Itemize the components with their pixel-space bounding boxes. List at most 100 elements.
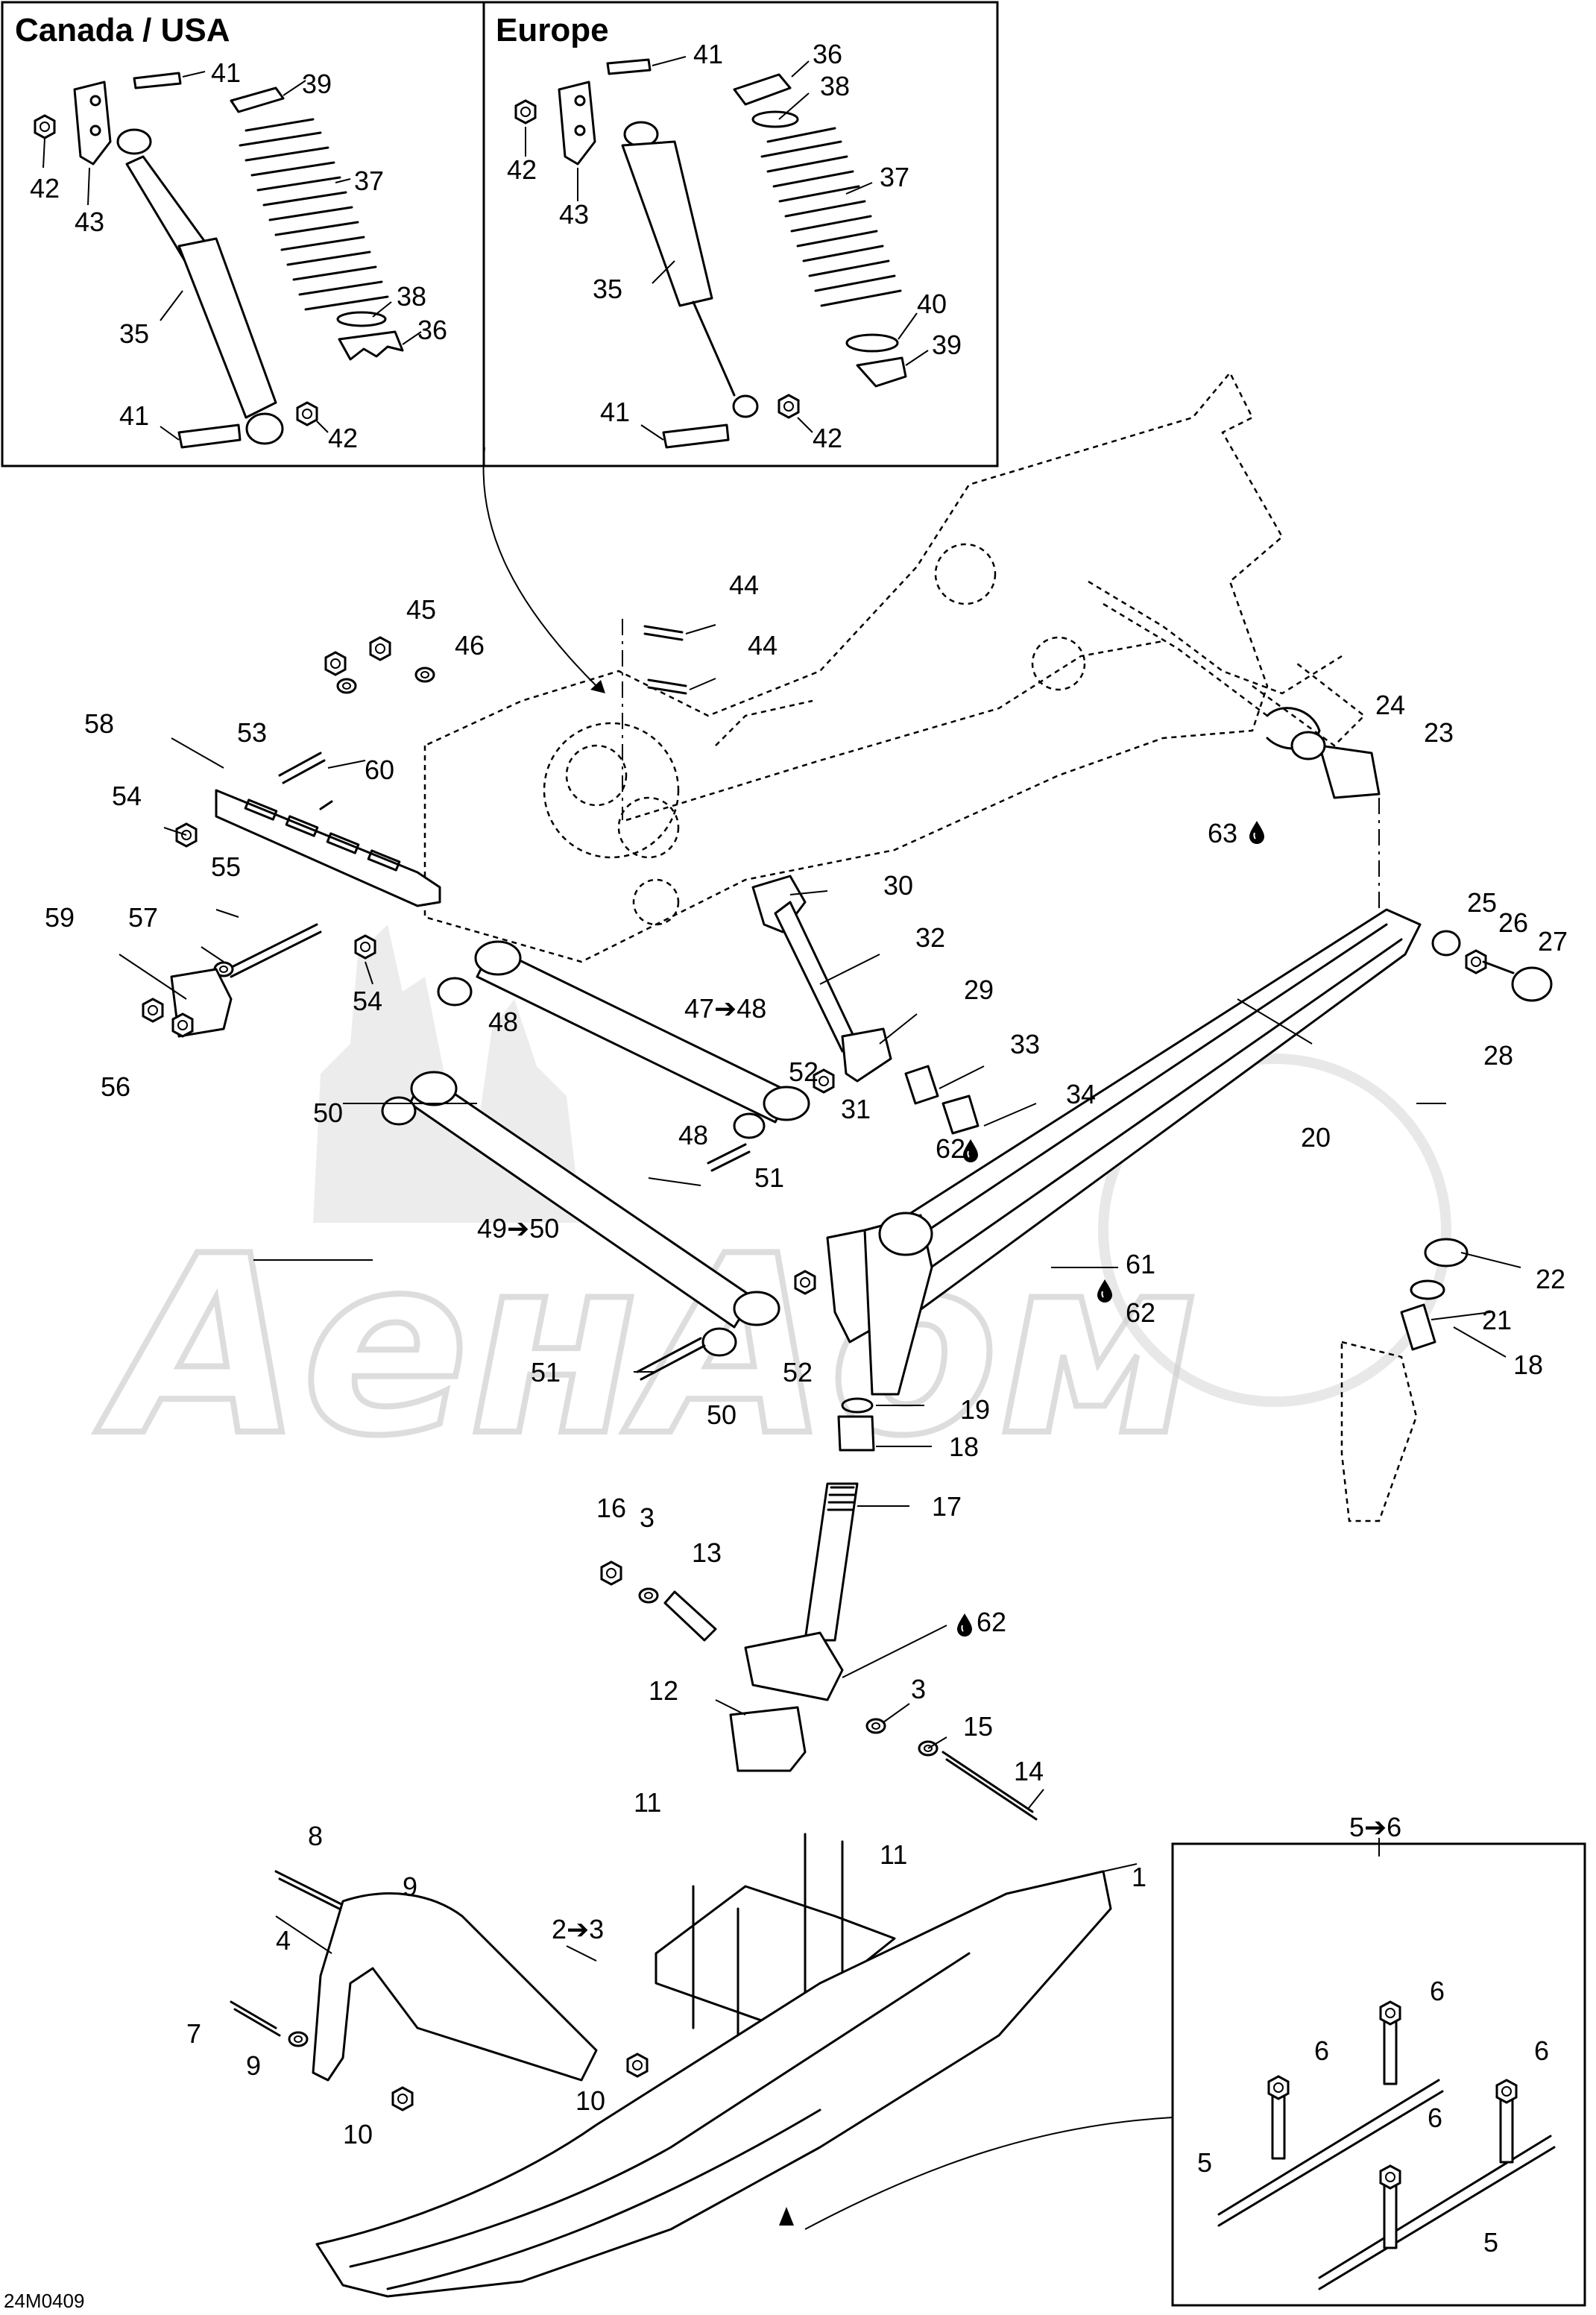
callout-48b: 48 [678, 1120, 708, 1150]
callout-3: 3 [640, 1502, 655, 1533]
callout-6: 6 [1430, 1976, 1445, 2006]
callout-14: 14 [1014, 1756, 1044, 1786]
inset-connector [482, 447, 597, 687]
callout-53: 53 [237, 717, 267, 748]
callout-42b: 42 [328, 423, 358, 453]
callout-8: 8 [308, 1821, 323, 1851]
callout-6c: 6 [1534, 2035, 1549, 2066]
callout-31: 31 [841, 1094, 871, 1124]
callout-30: 30 [883, 870, 913, 901]
callout-42b-eu: 42 [813, 423, 842, 453]
europe-leaders [525, 56, 929, 441]
callout-54b: 54 [353, 986, 382, 1016]
callout-37: 37 [354, 166, 384, 196]
callout-26: 26 [1498, 907, 1528, 938]
callout-41b-eu: 41 [600, 397, 630, 427]
canada-leaders [42, 71, 422, 441]
callout-51: 51 [754, 1162, 784, 1193]
callout-42-eu: 42 [507, 154, 537, 185]
callout-35-eu: 35 [593, 274, 622, 304]
callout-44b: 44 [748, 630, 778, 661]
callout-47-48: 47➔48 [684, 993, 766, 1024]
callout-3b: 3 [911, 1674, 926, 1704]
callout-50: 50 [313, 1097, 343, 1128]
callout-52b: 52 [783, 1357, 813, 1388]
callout-51b: 51 [531, 1357, 561, 1388]
canada-usa-title: Canada / USA [15, 12, 230, 48]
callout-6b: 6 [1314, 2035, 1329, 2066]
callout-62c: 62 [977, 1607, 1006, 1637]
callout-42: 42 [30, 173, 60, 204]
callout-41-eu: 41 [693, 39, 723, 69]
callout-35: 35 [119, 318, 149, 349]
callout-5b: 5 [1483, 2227, 1498, 2258]
callout-62: 62 [936, 1133, 965, 1164]
callout-46: 46 [455, 630, 485, 661]
callout-36: 36 [417, 315, 447, 345]
canada-shock-assembly [34, 72, 404, 449]
callout-9b: 9 [246, 2050, 261, 2081]
callout-36-eu: 36 [813, 39, 842, 69]
callout-37-eu: 37 [880, 162, 909, 192]
callout-50b: 50 [707, 1399, 737, 1430]
callout-28: 28 [1483, 1040, 1513, 1071]
callout-38-eu: 38 [820, 71, 850, 101]
callout-22: 22 [1536, 1264, 1565, 1294]
callout-41b: 41 [119, 400, 149, 431]
callout-19: 19 [960, 1394, 990, 1425]
callout-2-3: 2➔3 [552, 1914, 604, 1944]
callout-1: 1 [1132, 1862, 1146, 1892]
callout-43: 43 [75, 207, 104, 237]
callout-49-50: 49➔50 [477, 1213, 559, 1244]
vehicle-frame [423, 371, 1366, 963]
callout-12: 12 [649, 1675, 678, 1706]
callout-43-eu: 43 [559, 199, 589, 230]
callout-21: 21 [1482, 1305, 1512, 1335]
callout-33: 33 [1010, 1029, 1040, 1059]
callout-13: 13 [692, 1537, 722, 1568]
callout-24: 24 [1375, 690, 1405, 720]
callout-41: 41 [211, 57, 241, 88]
europe-title: Europe [496, 12, 609, 48]
callout-11b: 11 [880, 1839, 907, 1870]
callout-32: 32 [915, 922, 945, 953]
main-assembly [142, 619, 1553, 1821]
callout-17: 17 [932, 1491, 962, 1522]
callout-18b: 18 [949, 1431, 979, 1462]
callout-16: 16 [596, 1493, 626, 1523]
callout-57: 57 [128, 902, 158, 933]
callout-10b: 10 [343, 2119, 373, 2149]
callout-54: 54 [112, 781, 142, 811]
callout-5: 5 [1197, 2147, 1212, 2178]
callout-59: 59 [45, 902, 75, 933]
callout-11: 11 [634, 1787, 661, 1818]
callout-63: 63 [1208, 818, 1237, 848]
callout-6d: 6 [1428, 2103, 1442, 2133]
callout-9: 9 [403, 1871, 417, 1902]
ski-assembly [230, 1833, 1556, 2298]
callout-34: 34 [1066, 1079, 1096, 1109]
callout-60: 60 [365, 755, 394, 785]
diagram-code: 24M0409 [4, 2290, 84, 2312]
callout-58: 58 [84, 708, 114, 739]
callout-25: 25 [1467, 887, 1497, 918]
callout-10: 10 [575, 2085, 605, 2116]
callout-48: 48 [488, 1007, 518, 1037]
callout-4: 4 [276, 1925, 291, 1956]
callout-55: 55 [211, 851, 241, 882]
callout-23: 23 [1424, 717, 1454, 748]
leader-lines [119, 624, 1521, 1962]
callout-38: 38 [397, 281, 426, 312]
callout-62b: 62 [1126, 1297, 1155, 1328]
callout-29: 29 [964, 974, 994, 1005]
callout-5-6-kit: 5➔6 [1349, 1812, 1401, 1842]
callout-15: 15 [963, 1711, 993, 1742]
callout-27: 27 [1538, 926, 1568, 957]
callout-7: 7 [186, 2018, 201, 2049]
callout-52: 52 [789, 1056, 818, 1087]
callout-45: 45 [406, 594, 436, 625]
callout-40-eu: 40 [917, 289, 947, 319]
callout-56: 56 [101, 1071, 130, 1102]
callout-20: 20 [1301, 1122, 1331, 1153]
